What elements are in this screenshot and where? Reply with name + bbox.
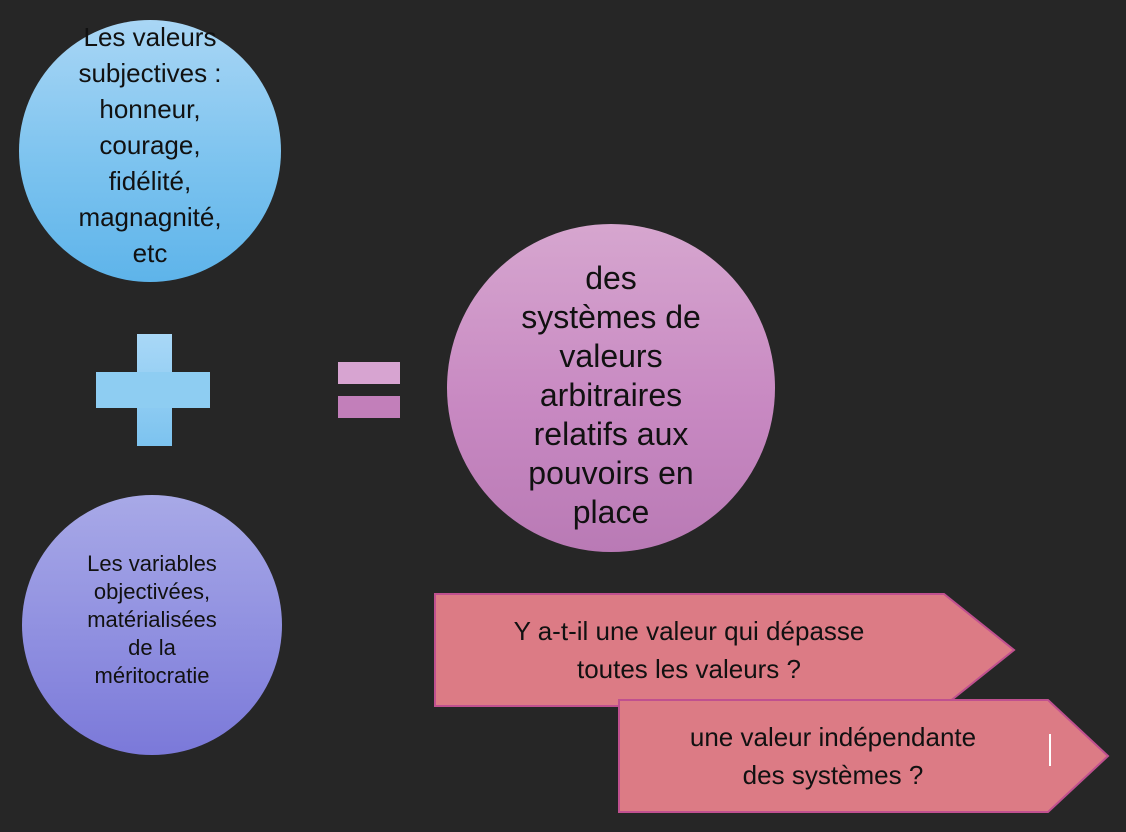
question-arrow-1[interactable]: Y a-t-il une valeur qui dépasse toutes l… (434, 593, 1016, 707)
arrow-shape-1 (434, 593, 1016, 707)
question-arrow-1-text: Y a-t-il une valeur qui dépasse toutes l… (513, 616, 865, 684)
equals-icon-bottom-bar (338, 396, 400, 418)
question-arrow-2-text: une valeur indépendante des systèmes ? (689, 722, 977, 790)
question-arrow-2[interactable]: une valeur indépendante des systèmes ? (618, 699, 1110, 813)
text-cursor (1049, 734, 1051, 766)
arbitrary-value-systems-text: des systèmes de valeurs arbitraires rela… (521, 259, 701, 530)
plus-icon-horizontal-bar (96, 372, 210, 408)
arbitrary-value-systems-circle[interactable]: des systèmes de valeurs arbitraires rela… (447, 224, 775, 552)
subjective-values-text: Les valeurs subjectives : honneur, coura… (78, 22, 222, 268)
objectified-variables-circle[interactable]: Les variables objectivées, matérialisées… (22, 495, 282, 755)
subjective-values-circle[interactable]: Les valeurs subjectives : honneur, coura… (19, 20, 281, 282)
equals-icon-top-bar (338, 362, 400, 384)
arrow-shape-2 (618, 699, 1110, 813)
objectified-variables-text: Les variables objectivées, matérialisées… (87, 551, 217, 688)
